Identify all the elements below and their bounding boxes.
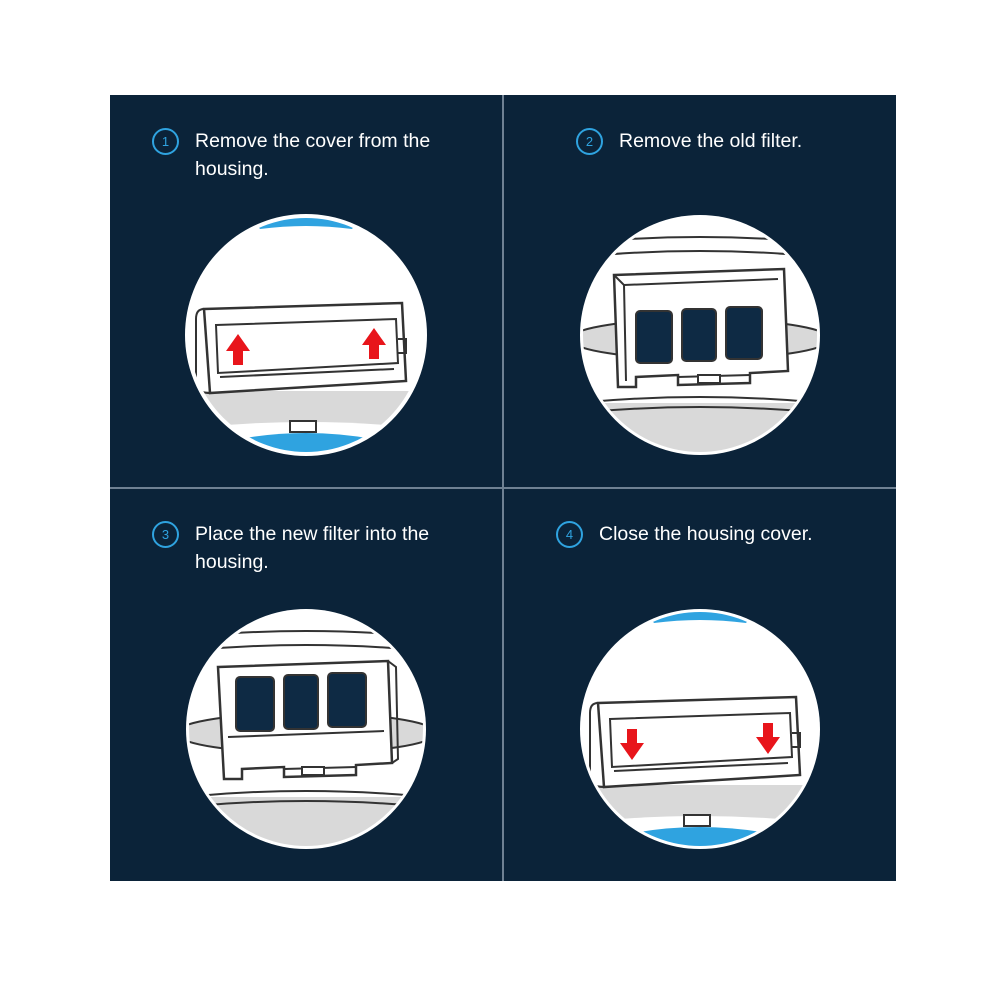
- instruction-grid: 1 Remove the cover from the housing.: [110, 95, 896, 881]
- step-3-number: 3: [152, 521, 179, 548]
- step-panel-4: 4 Close the housing cover.: [504, 489, 896, 881]
- step-4-text: Close the housing cover.: [599, 523, 813, 545]
- step-4-number: 4: [556, 521, 583, 548]
- step-1-caption: 1 Remove the cover from the housing.: [152, 127, 472, 183]
- horizontal-divider: [110, 487, 896, 489]
- step-2-caption: 2 Remove the old filter.: [576, 127, 876, 155]
- step-2-number: 2: [576, 128, 603, 155]
- step-1-text: Remove the cover from the housing.: [195, 130, 431, 180]
- arrow-up-icon: [226, 334, 250, 365]
- step-4-illustration: [578, 607, 822, 851]
- filter-pad: [681, 308, 717, 362]
- step-panel-2: 2 Remove the old filter.: [504, 95, 896, 487]
- step-3-text: Place the new filter into the housing.: [195, 523, 430, 573]
- step-3-illustration: [184, 607, 428, 851]
- step-2-illustration: [578, 213, 822, 457]
- filter-pad: [635, 310, 673, 364]
- filter-pad: [235, 676, 275, 732]
- arrow-down-icon: [756, 723, 780, 754]
- filter-pad: [725, 306, 763, 360]
- arrow-up-icon: [362, 328, 386, 359]
- step-2-text: Remove the old filter.: [619, 130, 803, 152]
- step-panel-1: 1 Remove the cover from the housing.: [110, 95, 502, 487]
- filter-pad: [283, 674, 319, 730]
- step-4-caption: 4 Close the housing cover.: [556, 520, 876, 548]
- arrow-down-icon: [620, 729, 644, 760]
- step-3-caption: 3 Place the new filter into the housing.: [152, 520, 472, 576]
- step-1-illustration: [184, 213, 428, 457]
- step-1-number: 1: [152, 128, 179, 155]
- step-panel-3: 3 Place the new filter into the housing.: [110, 489, 502, 881]
- filter-pad: [327, 672, 367, 728]
